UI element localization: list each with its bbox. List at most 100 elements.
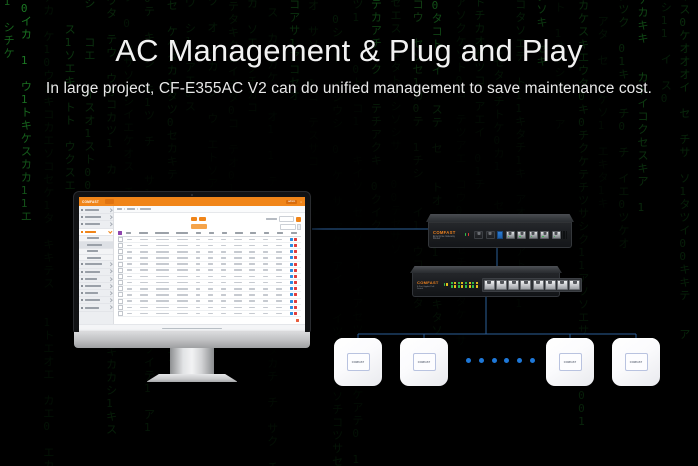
edit-icon[interactable]: [289, 293, 293, 297]
row-checkbox[interactable]: [118, 236, 123, 242]
table-row[interactable]: [118, 298, 301, 305]
table-row[interactable]: [118, 267, 301, 274]
delete-icon[interactable]: [293, 274, 297, 278]
sidebar-subitem-ap-list[interactable]: [79, 235, 113, 243]
table-row[interactable]: [118, 261, 301, 268]
delete-icon[interactable]: [293, 237, 297, 241]
delete-icon[interactable]: [293, 281, 297, 285]
device-table[interactable]: [114, 230, 305, 318]
sidebar-subitem-ap-group[interactable]: [79, 248, 113, 255]
close-icon[interactable]: ×: [300, 199, 302, 204]
sidebar-item-status[interactable]: [79, 207, 113, 215]
table-row[interactable]: [118, 243, 301, 250]
row-checkbox[interactable]: [118, 255, 123, 261]
table-cell: [275, 294, 282, 296]
column-header: [155, 231, 169, 234]
ui-user-label[interactable]: admin: [286, 199, 298, 204]
edit-icon[interactable]: [289, 305, 293, 309]
row-checkbox[interactable]: [118, 280, 123, 286]
edit-icon[interactable]: [289, 268, 293, 272]
ui-sidebar[interactable]: [79, 206, 114, 324]
delete-icon[interactable]: [293, 293, 297, 297]
sidebar-item-logs[interactable]: [79, 304, 113, 312]
usb-port: [497, 230, 504, 239]
select-all-checkbox[interactable]: [118, 230, 122, 235]
sidebar-item-auth[interactable]: [79, 261, 113, 269]
group-filter-select[interactable]: [280, 223, 301, 230]
table-row[interactable]: [118, 286, 301, 293]
table-cell: [176, 281, 189, 284]
table-cell: [140, 257, 149, 259]
delete-icon[interactable]: [293, 268, 297, 272]
row-checkbox[interactable]: [118, 310, 123, 316]
table-row[interactable]: [118, 304, 301, 311]
table-cell: [156, 244, 169, 247]
delete-button[interactable]: [198, 216, 206, 222]
row-checkbox[interactable]: [118, 292, 123, 298]
delete-icon[interactable]: [293, 287, 297, 291]
sidebar-item-wireless[interactable]: [79, 221, 113, 229]
row-checkbox[interactable]: [118, 261, 123, 267]
sidebar-item-ap-management[interactable]: [79, 228, 113, 236]
edit-icon[interactable]: [289, 244, 293, 248]
sidebar-item-behavior[interactable]: [79, 269, 113, 276]
row-checkbox[interactable]: [118, 304, 123, 310]
sidebar-item-vpn[interactable]: [79, 290, 113, 298]
port-activity-led: [465, 285, 468, 288]
table-row[interactable]: [118, 280, 301, 287]
delete-icon[interactable]: [293, 244, 297, 248]
table-cell: [156, 294, 169, 296]
table-row[interactable]: [118, 255, 301, 262]
breadcrumb-item[interactable]: [117, 208, 122, 210]
sidebar-item-system[interactable]: [79, 297, 113, 305]
delete-icon[interactable]: [293, 299, 297, 303]
table-pager[interactable]: [114, 317, 305, 324]
edit-icon[interactable]: [289, 256, 293, 260]
delete-icon[interactable]: [293, 256, 297, 260]
row-checkbox[interactable]: [118, 249, 123, 255]
delete-icon[interactable]: [293, 262, 297, 266]
edit-icon[interactable]: [289, 250, 293, 254]
webcam-icon: [191, 194, 193, 196]
table-cell: [275, 263, 282, 265]
edit-icon[interactable]: [289, 262, 293, 266]
sidebar-item-flow-control[interactable]: [79, 283, 113, 291]
delete-icon[interactable]: [293, 305, 297, 309]
router-port-bank: [474, 230, 561, 239]
table-row[interactable]: [118, 292, 301, 299]
row-checkbox[interactable]: [118, 267, 123, 273]
table-cell: [234, 275, 242, 278]
sidebar-item-network[interactable]: [79, 214, 113, 222]
add-button[interactable]: [191, 216, 198, 222]
row-checkbox[interactable]: [118, 298, 123, 304]
switch-branding: COMFAST 8-Port Gigabit PoE Switch: [417, 280, 439, 290]
edit-icon[interactable]: [289, 237, 293, 241]
sidebar-subitem-ap-config[interactable]: [79, 254, 113, 262]
table-cell: [176, 263, 189, 265]
delete-icon[interactable]: [293, 311, 297, 315]
edit-icon[interactable]: [289, 287, 293, 291]
ui-main-panel: [114, 206, 305, 324]
sidebar-subitem-device-list[interactable]: [79, 242, 113, 249]
row-checkbox[interactable]: [118, 273, 123, 279]
ac-management-web-ui[interactable]: COMFAST admin ×: [79, 197, 305, 332]
table-row[interactable]: [118, 236, 301, 244]
sidebar-item-security[interactable]: [79, 276, 113, 283]
table-row[interactable]: [118, 249, 301, 256]
access-point-4: COMFAST: [612, 338, 660, 386]
table-row[interactable]: [118, 310, 301, 318]
ui-nav-tab[interactable]: [104, 199, 114, 204]
row-checkbox[interactable]: [118, 286, 123, 292]
edit-icon[interactable]: [289, 281, 293, 285]
breadcrumb-item[interactable]: [127, 208, 135, 210]
pager-page-1[interactable]: [296, 319, 299, 322]
delete-icon[interactable]: [293, 250, 297, 254]
search-input[interactable]: [279, 215, 294, 223]
row-checkbox[interactable]: [118, 243, 123, 249]
edit-icon[interactable]: [289, 299, 293, 303]
edit-icon[interactable]: [289, 311, 293, 315]
edit-icon[interactable]: [289, 274, 293, 278]
batch-config-button[interactable]: [191, 224, 208, 229]
table-row[interactable]: [118, 273, 301, 281]
search-icon[interactable]: [296, 216, 301, 222]
